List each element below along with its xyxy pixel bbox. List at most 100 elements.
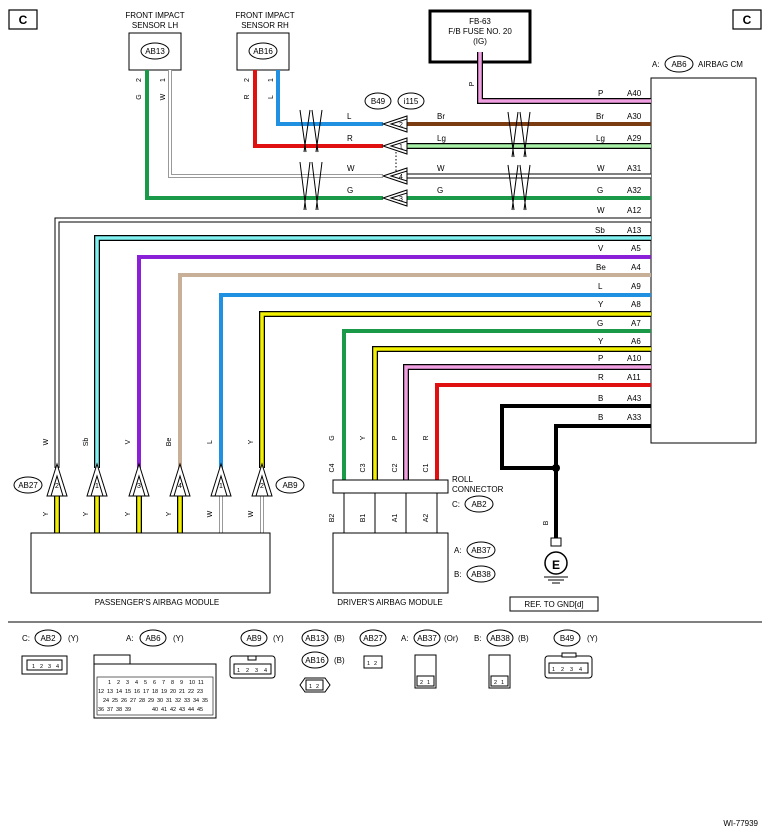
roll-top-wire: Y xyxy=(360,435,367,440)
roll-bottom-pin: A1 xyxy=(392,514,399,523)
roll-prefix: C: xyxy=(452,500,460,509)
fuse-line-3: (IG) xyxy=(473,37,487,46)
ground-terminal xyxy=(550,537,562,547)
svg-text:43: 43 xyxy=(179,707,185,713)
passenger-lower-wires xyxy=(54,496,264,533)
cm-pin-id: A33 xyxy=(627,413,642,422)
passenger-pin: 2 xyxy=(55,483,59,490)
cm-pin-id: A10 xyxy=(627,354,642,363)
svg-text:39: 39 xyxy=(125,707,131,713)
junction-wire-left: R xyxy=(347,134,353,143)
svg-text:4: 4 xyxy=(135,680,138,686)
sensor-lh-wire-right: W xyxy=(160,93,167,100)
svg-text:30: 30 xyxy=(157,698,163,704)
cm-pin-wire: Br xyxy=(596,112,604,121)
junction-conn2-badge xyxy=(397,92,425,110)
passenger-conn-left-badge xyxy=(13,476,43,494)
svg-text:(B): (B) xyxy=(334,656,345,665)
svg-text:AB6: AB6 xyxy=(145,634,161,643)
sensor-rh-title-2: SENSOR RH xyxy=(241,21,289,30)
svg-text:11: 11 xyxy=(198,680,204,686)
cm-pin-id: A4 xyxy=(631,263,641,272)
corner-label-right: C xyxy=(743,13,752,27)
svg-text:(B): (B) xyxy=(518,634,529,643)
svg-text:22: 22 xyxy=(188,689,194,695)
svg-text:1: 1 xyxy=(309,684,312,690)
svg-text:2: 2 xyxy=(374,661,377,667)
svg-text:1: 1 xyxy=(237,668,240,674)
ground-wire-label: B xyxy=(543,520,550,525)
sensor-lh-title-1: FRONT IMPACT xyxy=(125,11,184,20)
junction-conn1: B49 xyxy=(371,97,386,106)
diagram-id: WI-77939 xyxy=(723,819,758,828)
svg-text:29: 29 xyxy=(148,698,154,704)
break-markers xyxy=(299,109,531,211)
passenger-top-wire: V xyxy=(125,439,132,444)
wire-l-rh xyxy=(276,70,383,126)
svg-text:27: 27 xyxy=(130,698,136,704)
svg-text:(Y): (Y) xyxy=(273,634,284,643)
sensor-rh-wire-right: L xyxy=(268,95,275,99)
wire-b-a33 xyxy=(554,424,651,540)
svg-text:4: 4 xyxy=(579,667,582,673)
cm-pin-id: A13 xyxy=(627,226,642,235)
svg-text:(Or): (Or) xyxy=(444,634,459,643)
svg-text:34: 34 xyxy=(193,698,199,704)
svg-text:1: 1 xyxy=(367,661,370,667)
cm-pin-id: A43 xyxy=(627,394,642,403)
svg-text:4: 4 xyxy=(264,668,267,674)
svg-text:AB27: AB27 xyxy=(363,634,383,643)
cm-prefix: A: xyxy=(652,60,660,69)
passenger-conn-right: AB9 xyxy=(282,481,298,490)
passenger-pin: 1 xyxy=(95,483,99,490)
sensor-rh-wire-left: R xyxy=(244,94,251,99)
svg-text:31: 31 xyxy=(166,698,172,704)
passenger-bottom-wire: Y xyxy=(83,511,90,516)
svg-text:8: 8 xyxy=(171,680,174,686)
cm-pin-wire: G xyxy=(597,186,603,195)
svg-text:42: 42 xyxy=(170,707,176,713)
sensor-rh-title-1: FRONT IMPACT xyxy=(235,11,294,20)
wire-sb-a13 xyxy=(95,236,651,468)
svg-text:3: 3 xyxy=(48,664,51,670)
cm-label: AIRBAG CM xyxy=(698,60,743,69)
roll-top-pins: C4 C3 C2 C1 xyxy=(329,463,430,472)
cm-conn: AB6 xyxy=(671,60,687,69)
cm-pin-wire: R xyxy=(598,373,604,382)
airbag-cm-body xyxy=(650,77,757,444)
svg-text:40: 40 xyxy=(152,707,158,713)
junction-pin: 2 xyxy=(399,122,403,129)
svg-text:(Y): (Y) xyxy=(587,634,598,643)
wire-l-a9 xyxy=(219,293,651,468)
junction-pin: 1 xyxy=(399,144,403,151)
cm-pin-wire: Be xyxy=(596,263,606,272)
cm-pin-wire: B xyxy=(598,413,603,422)
fuse-line-2: F/B FUSE NO. 20 xyxy=(448,27,512,36)
cm-pin-id: A30 xyxy=(627,112,642,121)
roll-bottom-pin: A2 xyxy=(423,514,430,523)
junction-pin-row-1: 1 R Lg xyxy=(347,134,446,155)
svg-text:26: 26 xyxy=(121,698,127,704)
wire-y-a6 xyxy=(373,347,651,480)
wire-g-a7 xyxy=(342,329,651,480)
break-left-bottom xyxy=(299,161,323,211)
cm-pin-wire: B xyxy=(598,394,603,403)
driver-a-prefix: A: xyxy=(454,546,462,555)
cm-pin-id: A29 xyxy=(627,134,642,143)
roll-top-pin: C2 xyxy=(392,463,399,472)
svg-text:3: 3 xyxy=(255,668,258,674)
passenger-pin: 3 xyxy=(137,483,141,490)
svg-text:(Y): (Y) xyxy=(68,634,79,643)
wire-r-a11 xyxy=(435,383,651,480)
cm-pin-wire: Y xyxy=(598,300,604,309)
wire-p-a40 xyxy=(478,52,651,103)
cm-pin-id: A6 xyxy=(631,337,641,346)
cm-pin-wire: G xyxy=(597,319,603,328)
sensor-lh-wire-left: G xyxy=(136,94,143,99)
passenger-top-wire: Be xyxy=(166,438,173,447)
svg-text:9: 9 xyxy=(180,680,183,686)
svg-text:23: 23 xyxy=(197,689,203,695)
